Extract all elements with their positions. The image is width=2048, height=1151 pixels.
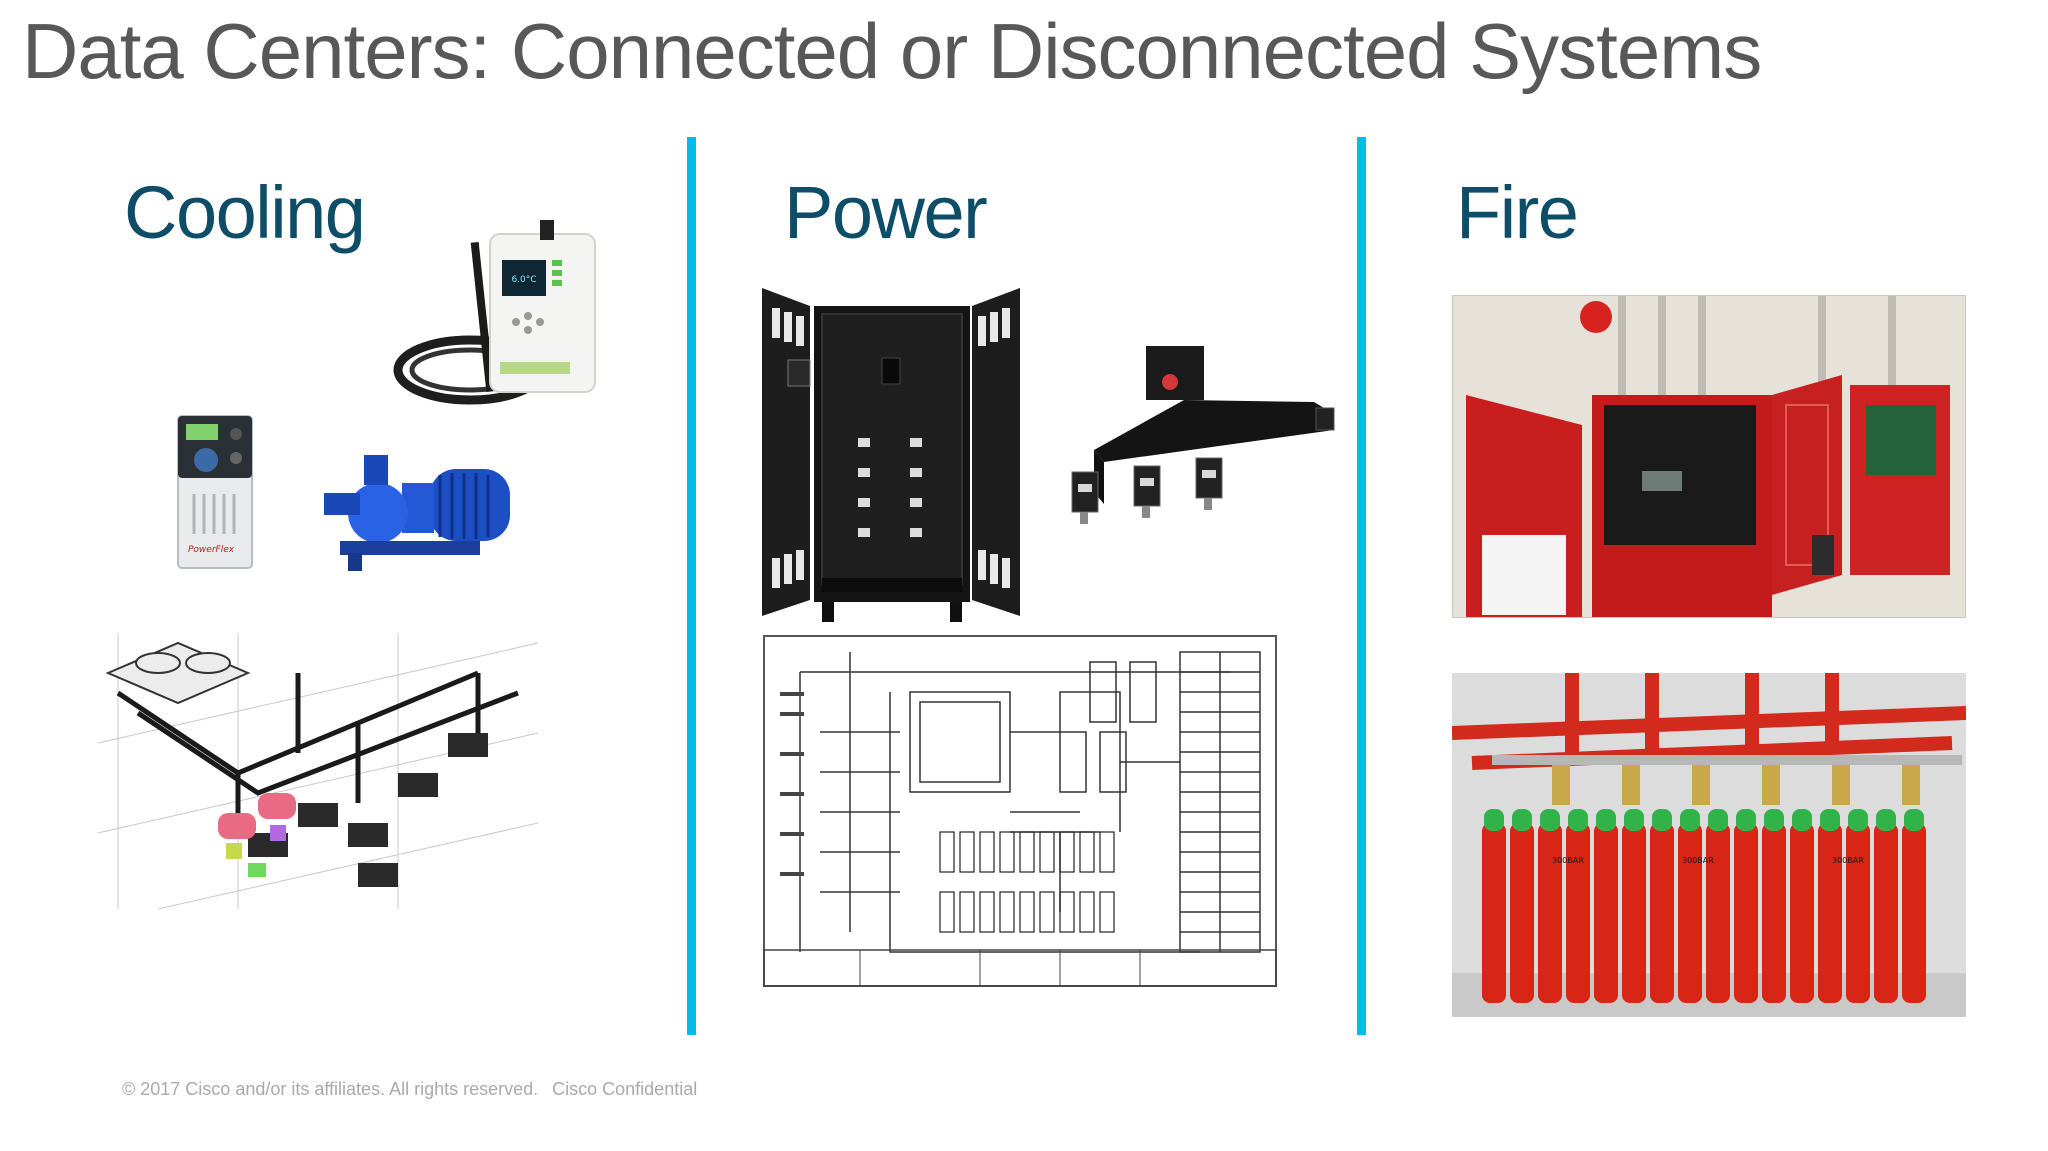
fire-heading: Fire (1456, 171, 1579, 254)
svg-text:300BAR: 300BAR (1682, 856, 1714, 865)
temperature-sensor-icon: 6.0°C (390, 212, 605, 422)
svg-text:6.0°C: 6.0°C (511, 275, 536, 285)
power-heading: Power (784, 171, 988, 254)
variable-frequency-drive-icon: PowerFlex (176, 414, 254, 570)
footer-copyright: © 2017 Cisco and/or its affiliates. All … (122, 1079, 539, 1099)
slide-title: Data Centers: Connected or Disconnected … (22, 7, 1762, 95)
svg-text:300BAR: 300BAR (1552, 856, 1584, 865)
svg-text:PowerFlex: PowerFlex (188, 545, 235, 555)
footer-confidential: Cisco Confidential (552, 1079, 698, 1099)
busway-tap-box-icon (1064, 342, 1340, 548)
electrical-schematic-icon (760, 632, 1280, 990)
cooling-piping-diagram-icon (98, 633, 538, 909)
cooling-heading: Cooling (124, 171, 366, 254)
column-divider-left (687, 137, 696, 1035)
footer: © 2017 Cisco and/or its affiliates. All … (122, 1079, 697, 1100)
fire-suppression-cylinders-icon: 300BAR 300BAR 300BAR (1452, 673, 1966, 1017)
power-distribution-cabinet-icon (762, 288, 1020, 622)
column-divider-right (1357, 137, 1366, 1035)
water-pump-icon (320, 455, 515, 573)
fire-alarm-panel-icon (1452, 295, 1966, 618)
svg-text:300BAR: 300BAR (1832, 856, 1864, 865)
